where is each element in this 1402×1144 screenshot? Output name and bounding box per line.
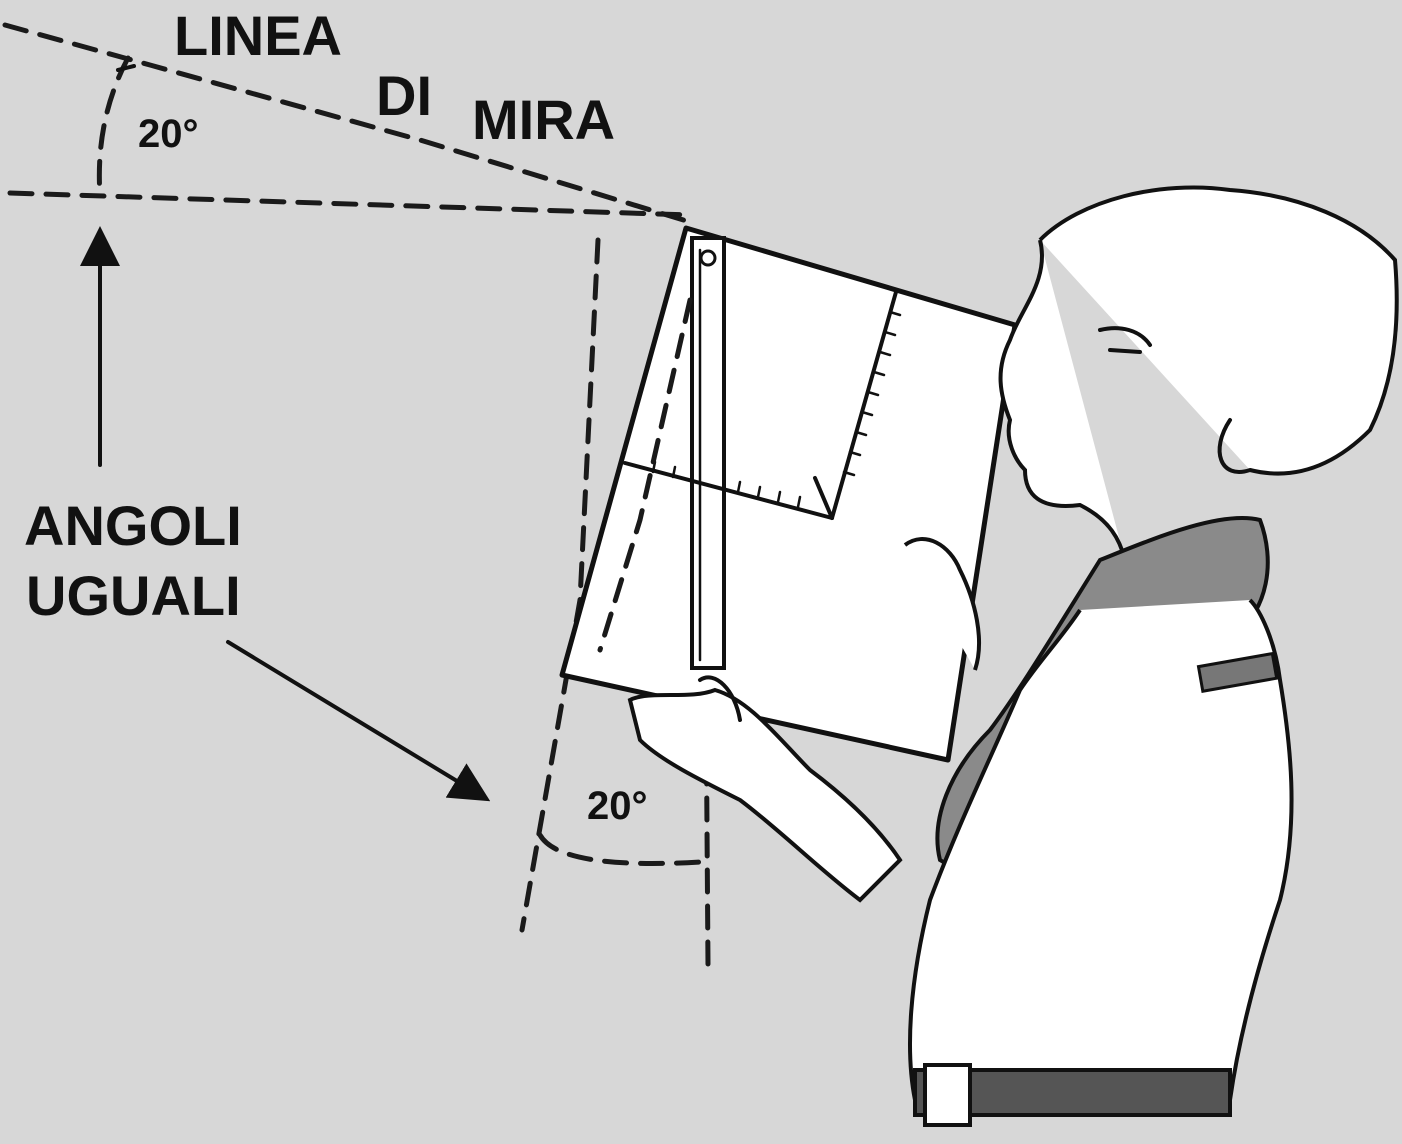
label-linea: LINEA <box>174 4 342 67</box>
label-uguali: UGUALI <box>26 564 241 627</box>
scale-diagonal <box>813 476 834 520</box>
label-angoli: ANGOLI <box>24 494 242 557</box>
scale-vertical <box>830 290 898 520</box>
line-of-sight <box>2 22 693 225</box>
scale-ticks <box>651 310 902 509</box>
top-angle-arc <box>96 55 131 198</box>
board-fold-guide <box>597 297 693 653</box>
top-arc-tick <box>116 64 136 72</box>
label-angle-top: 20° <box>138 112 199 156</box>
label-mira: MIRA <box>472 88 616 151</box>
scout-figure <box>627 185 1399 1127</box>
horizontal-reference-line <box>7 190 693 218</box>
bottom-angle-arc <box>537 832 703 866</box>
arrow-diagonal <box>226 640 491 802</box>
sighting-board <box>559 225 1018 763</box>
label-di: DI <box>376 64 432 127</box>
scale-horizontal <box>623 461 834 520</box>
plumb-ruler <box>690 236 726 670</box>
label-angle-bottom: 20° <box>587 784 648 828</box>
ruler-pivot <box>699 249 717 267</box>
plumb-tilted-line <box>519 237 601 933</box>
